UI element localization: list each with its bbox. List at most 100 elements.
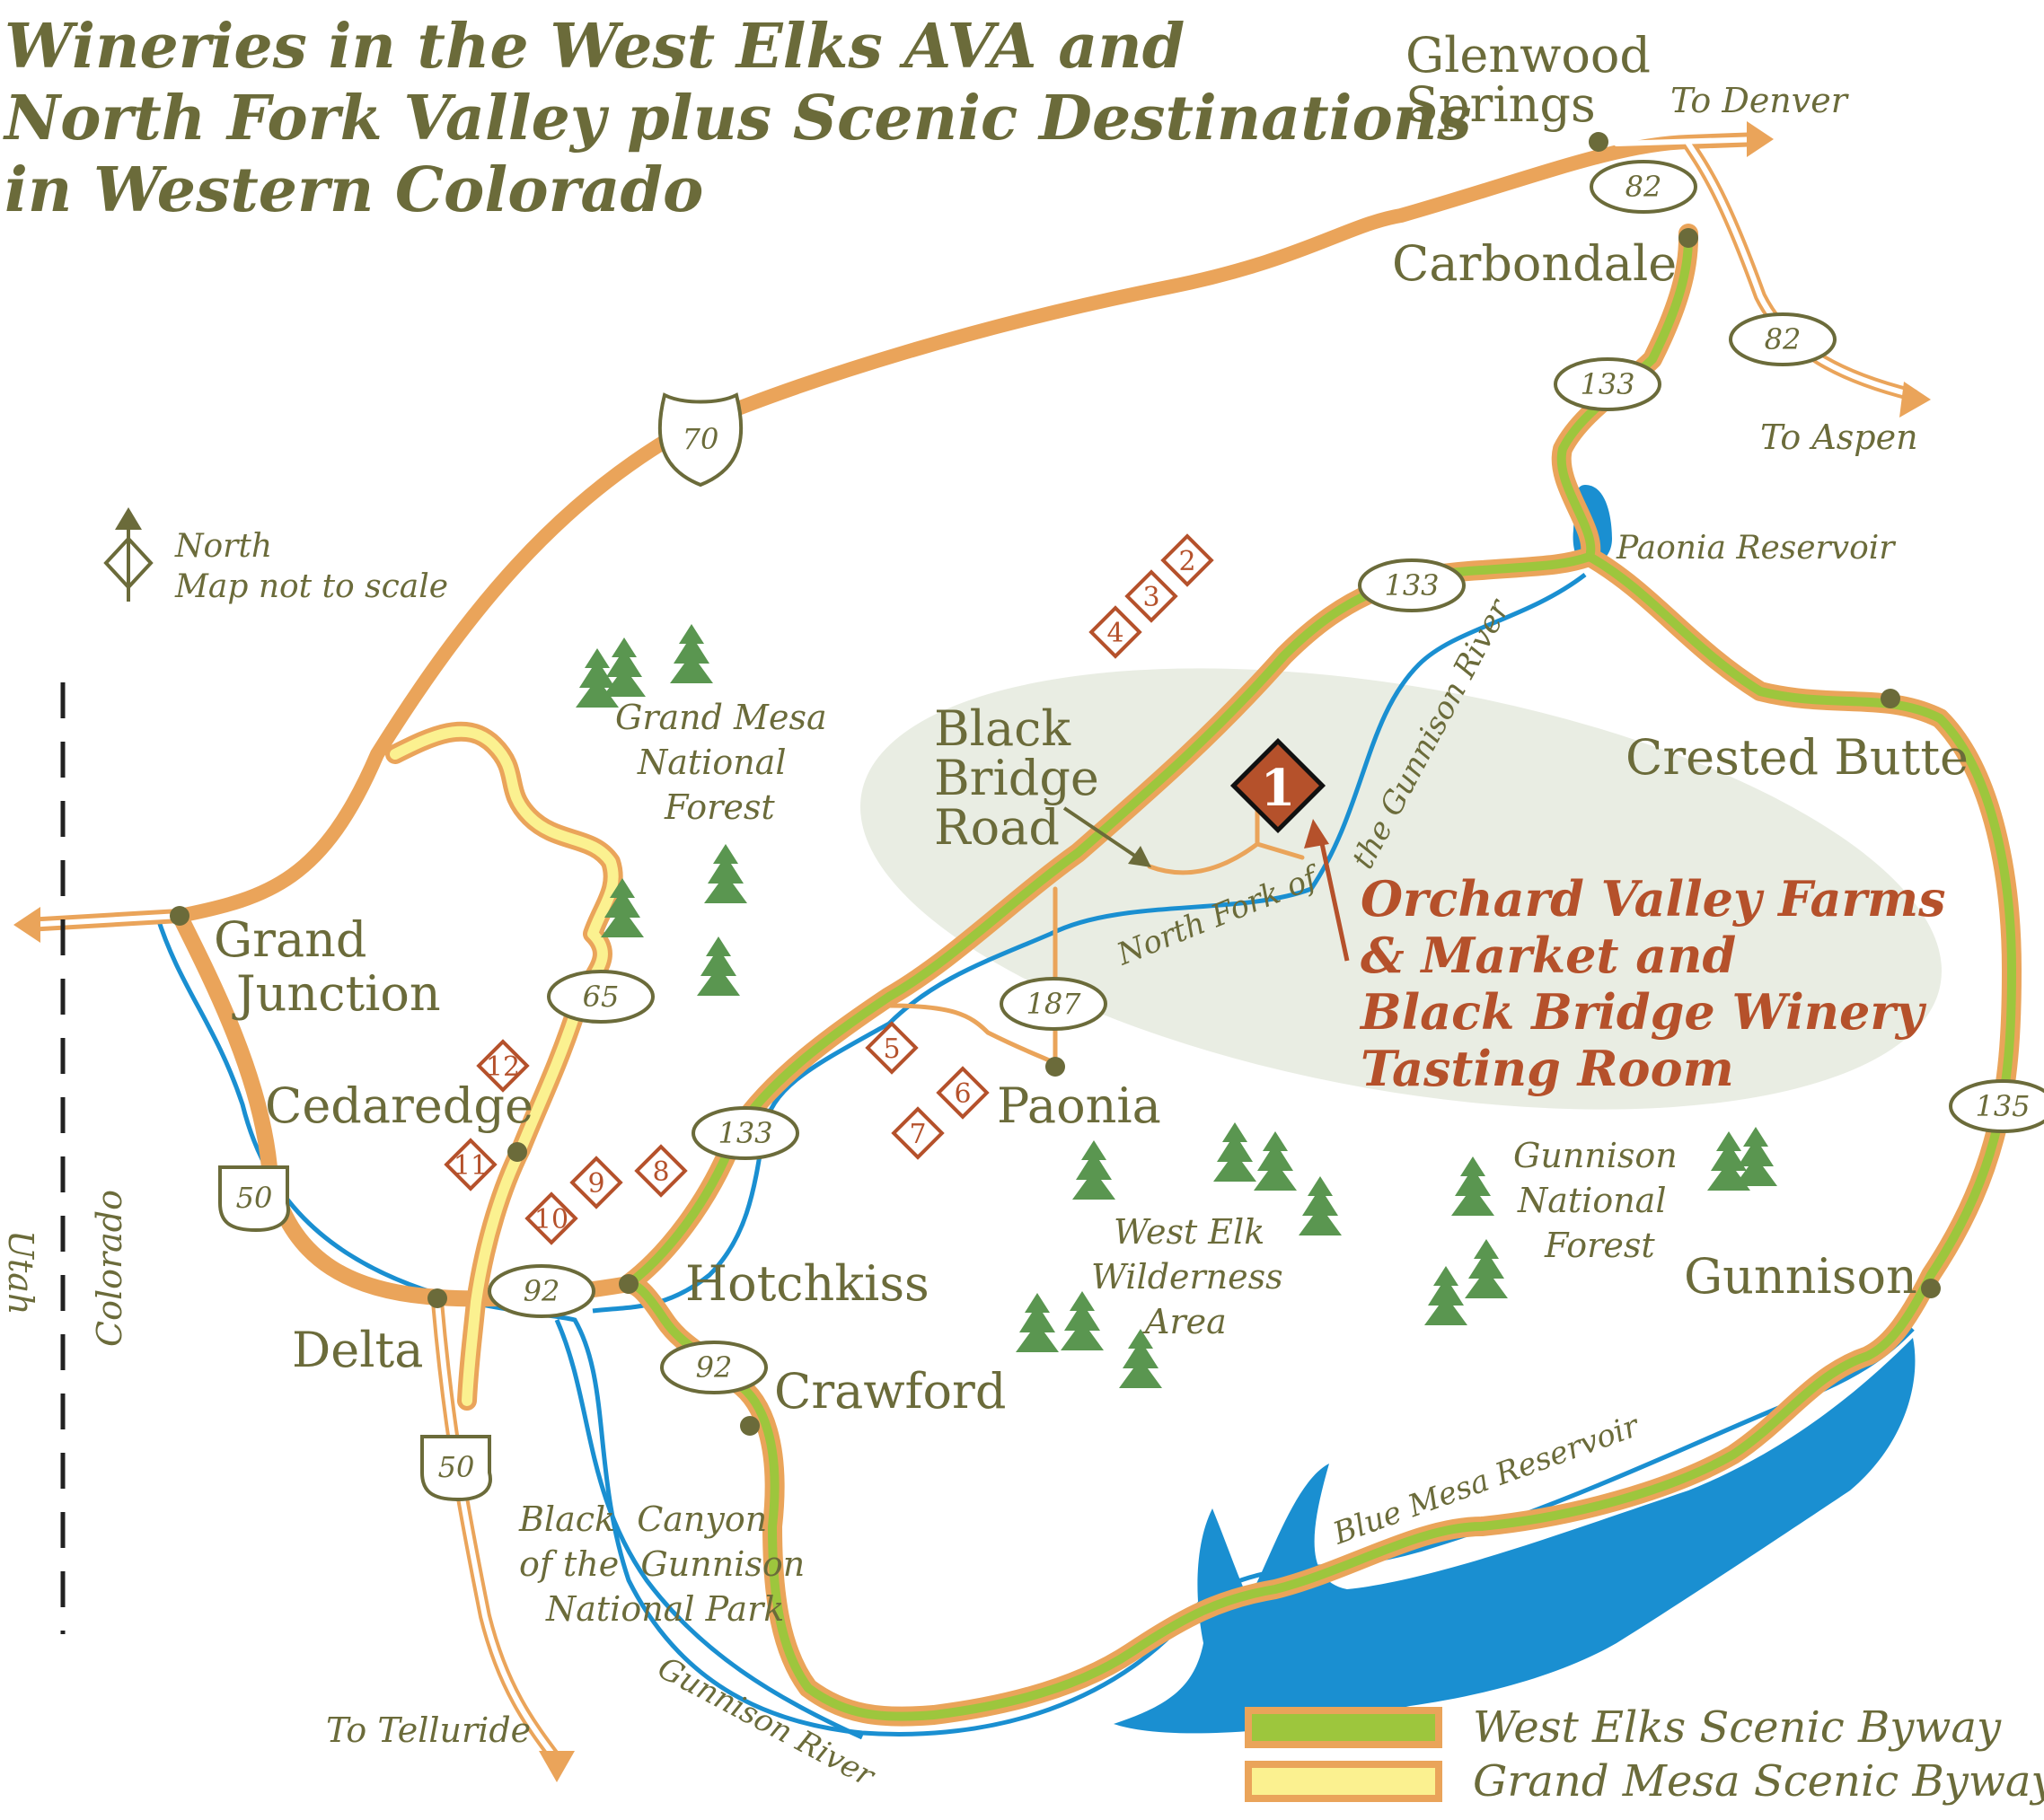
scale-note: Map not to scale [174,568,448,605]
shield-65-label: 65 [583,980,620,1014]
grand-junction-west-inner [24,913,182,928]
shield-135: 135 [1949,1079,2044,1133]
gunnison-river-lower [554,1318,864,1740]
winery-marker-4[interactable]: 4 [1088,605,1142,659]
city-glenwood-1: Glenwood [1405,27,1651,84]
winery-marker-3[interactable]: 3 [1124,569,1178,623]
shield-133-a-label: 133 [1580,367,1634,401]
shield-187-label: 187 [1026,987,1081,1021]
highlight-line-4: Tasting Room [1361,1040,1734,1097]
hwy-70-denver-inner [1614,136,1763,146]
hwy-187 [886,886,1058,1067]
us-50-south-inner [435,1299,559,1763]
black-bridge-road-2: Bridge [934,750,1099,806]
junction-cedaredge [507,1142,527,1162]
winery-marker-6[interactable]: 6 [936,1066,990,1120]
rivers [154,573,1915,1740]
legend: West Elks Scenic Byway Grand Mesa Scenic… [1245,1702,2044,1807]
city-grand-junction-2: Junction [232,965,441,1022]
winery-marker-12[interactable]: 12 [476,1039,530,1093]
shield-82-a: 82 [1590,160,1697,214]
tree-icon [704,844,747,903]
tree-icon [697,936,740,996]
city-paonia: Paonia [997,1077,1161,1134]
title-line-2: North Fork Valley plus Scenic Destinatio… [3,83,1472,154]
us-50-shield-a: 50 [218,1165,290,1233]
winery-number: 12 [486,1051,520,1083]
black-bridge-road [1147,805,1305,875]
legend-grand-mesa: Grand Mesa Scenic Byway [1245,1756,2044,1807]
tree-icon [1734,1127,1777,1186]
shield-92-a-label: 92 [524,1274,560,1308]
utah-label: Utah [1,1230,40,1314]
junction-gunnison [1921,1279,1941,1298]
highlight-line-3: Black Bridge Winery [1359,983,1927,1041]
winery-number: 2 [1178,546,1195,577]
shield-92-b-label: 92 [696,1350,733,1385]
shield-135-label: 135 [1975,1089,2030,1123]
arrow-aspen [1899,382,1931,418]
winery-number: 6 [954,1078,971,1110]
shield-82-a-label: 82 [1626,170,1662,204]
shield-92-a: 92 [488,1264,595,1318]
hwy-82-aspen-inner [1686,141,1916,398]
legend-west-elks-label: West Elks Scenic Byway [1473,1702,2002,1753]
west-elk-1: West Elk [1114,1212,1264,1252]
winery-number: 7 [909,1119,926,1150]
black-canyon-2: of the Gunnison [519,1544,805,1584]
west-elks-byway [619,224,2022,1727]
winery-number: 9 [587,1168,604,1200]
winery-number: 8 [652,1156,669,1188]
winery-marker-10[interactable]: 10 [524,1191,578,1245]
west-elk-2: Wilderness [1091,1257,1283,1297]
direction-arrows [13,121,1931,1782]
location-1-number: 1 [1261,759,1296,818]
location-1-marker[interactable]: 1 [1229,737,1326,834]
winery-marker-9[interactable]: 9 [569,1156,623,1209]
winery-marker-7[interactable]: 7 [891,1106,945,1160]
junction-carbondale [1678,228,1698,248]
tree-icon [1299,1176,1342,1235]
junction-grand-junction [170,906,189,926]
route-shields: 82 82 133 133 133 65 187 92 92 135 [488,160,2044,1394]
legend-west-elks: West Elks Scenic Byway [1245,1702,2002,1753]
winery-marker-8[interactable]: 8 [634,1144,688,1198]
shield-187: 187 [1000,977,1107,1031]
to-denver-label: To Denver [1670,81,1850,120]
city-hotchkiss: Hotchkiss [685,1255,929,1312]
shield-133-b-label: 133 [1384,568,1439,602]
to-aspen-label: To Aspen [1760,418,1918,457]
black-bridge-arrow-head [1128,846,1151,867]
junction-crested-butte [1881,689,1900,708]
shield-65: 65 [547,970,655,1024]
junction-glenwood [1589,132,1608,152]
black-bridge-arrow [1062,806,1141,860]
arrow-telluride [539,1751,575,1782]
i70-label: 70 [683,422,719,456]
legend-grand-mesa-label: Grand Mesa Scenic Byway [1473,1756,2044,1807]
junction-paonia [1045,1057,1065,1077]
city-glenwood-2: Springs [1405,76,1596,133]
winery-marker-5[interactable]: 5 [865,1021,919,1075]
grand-mesa-nf-1: Grand Mesa [615,698,827,737]
tree-icon [1016,1293,1059,1352]
to-telluride-label: To Telluride [326,1710,531,1750]
gunnison-nf-2: National [1517,1181,1667,1220]
north-label: North [174,528,272,565]
gunnison-river [154,915,1915,1736]
title-line-3: in Western Colorado [4,154,703,226]
us50-label-b: 50 [438,1450,475,1484]
winery-marker-2[interactable]: 2 [1160,533,1214,587]
grand-mesa-nf-2: National [637,743,787,782]
arrow-west [13,907,40,943]
tree-icon [1213,1122,1256,1182]
interstate-70 [20,132,1767,932]
city-delta: Delta [292,1322,423,1378]
pointer-arrows [1062,806,1350,962]
shield-82-b: 82 [1729,312,1837,366]
us-50-shield-b: 50 [420,1435,492,1502]
tree-icon [1061,1291,1104,1350]
winery-marker-11[interactable]: 11 [444,1138,498,1191]
tree-icon [1451,1156,1494,1216]
